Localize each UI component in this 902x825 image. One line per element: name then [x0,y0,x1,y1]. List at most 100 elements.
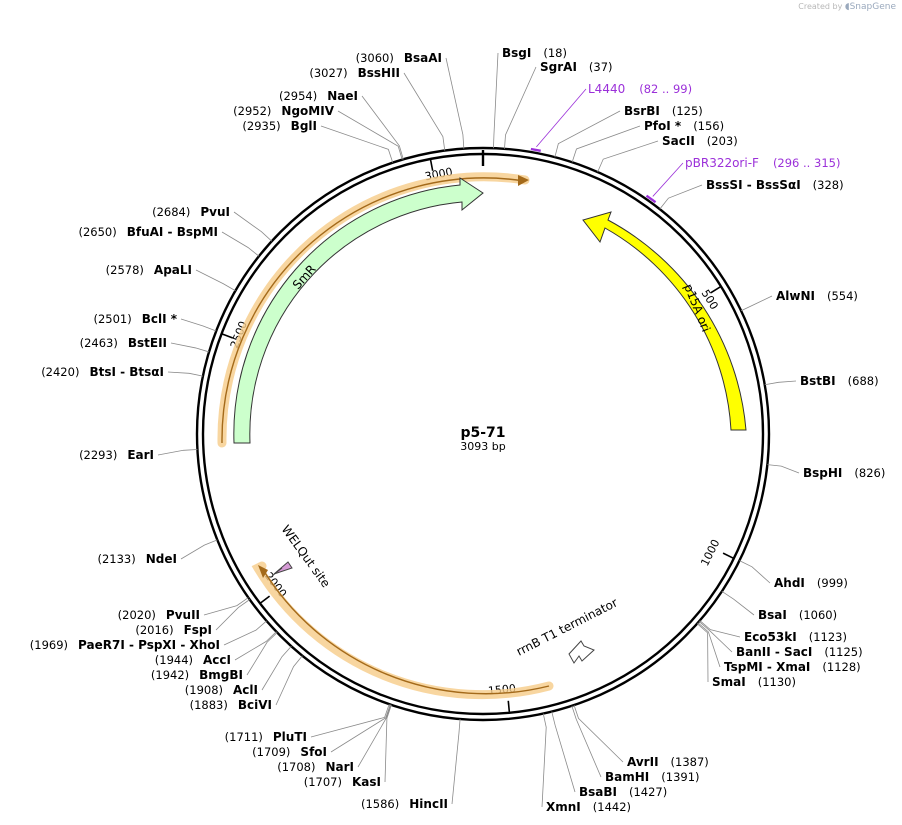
enzyme-label: (2578)ApaLI [106,263,192,277]
enzyme-site[interactable]: SmaI(1130) [696,623,796,689]
enzyme-label: (2016)FspI [135,623,212,637]
enzyme-site[interactable]: (2952)NgoMIV [233,104,403,160]
enzyme-site[interactable]: (1942)BmgBI [151,632,278,682]
enzyme-site[interactable]: BsgI(18) [493,46,567,149]
enzyme-leader-line [696,623,709,683]
enzyme-site[interactable]: XmnI(1442) [541,713,631,814]
enzyme-site[interactable]: (2935)BglI [242,119,394,163]
enzyme-site[interactable]: (3027)BssHII [309,66,446,151]
enzyme-site[interactable]: (2501)BclI * [93,312,217,332]
feature-labels: p15A ori SmR rrnB T1 terminator WELQut s… [279,262,714,659]
enzyme-label: SgrAI(37) [540,60,613,74]
enzyme-leader-line [551,711,576,793]
enzyme-site[interactable]: (2293)EarI [79,448,198,462]
primer-leader-line [652,162,684,197]
enzyme-site[interactable]: AlwNI(554) [740,289,858,312]
enzyme-site[interactable]: AhdI(999) [739,560,848,590]
enzyme-label: TspMI - XmaI(1128) [724,660,861,674]
enzyme-label: (2501)BclI * [93,312,177,326]
enzyme-leader-line [233,211,273,242]
enzyme-leader-line [571,125,641,163]
feature-label-rrnb-t1-terminator: rrnB T1 terminator [514,595,620,658]
enzyme-site[interactable]: (2020)PvuII [118,597,249,622]
enzyme-site[interactable]: (2684)PvuI [152,205,273,242]
enzyme-site[interactable]: BsaI(1060) [721,591,837,622]
enzyme-site[interactable]: (1586)HincII [361,719,461,811]
enzyme-label: BsaI(1060) [758,608,837,622]
enzyme-label: SmaI(1130) [712,675,796,689]
enzyme-site[interactable]: (2578)ApaLI [106,263,236,292]
p15a-ori-arrow[interactable] [582,211,747,431]
enzyme-site[interactable]: BamHI(1391) [571,705,700,784]
enzyme-site[interactable]: (2016)FspI [135,599,250,637]
enzyme-site[interactable]: (1944)AccI [155,631,277,667]
enzyme-site[interactable]: (1711)PluTI [225,704,390,744]
enzyme-label: (1711)PluTI [225,730,307,744]
smr-arrow[interactable] [233,177,484,444]
enzyme-leader-line [597,140,659,173]
enzyme-site[interactable]: (1707)KasI [304,704,392,789]
position-tick [429,158,434,171]
enzyme-label: (3060)BsaAI [356,51,442,65]
enzyme-site[interactable]: AvrII(1387) [573,704,709,769]
enzyme-leader-line [697,622,721,668]
enzyme-site[interactable]: SacII(203) [597,134,738,173]
enzyme-site[interactable]: (1908)AclI [185,646,292,697]
enzyme-site[interactable]: (3060)BsaAI [356,51,465,149]
enzyme-site[interactable]: BsrBI(125) [554,104,703,158]
enzyme-site[interactable]: (2954)NaeI [279,89,404,160]
primer-sites: L4440(82 .. 99) pBR322ori-F(296 .. 315) [530,82,840,204]
enzyme-leader-line [195,269,236,292]
enzyme-site[interactable]: BanII - SacI(1125) [698,621,863,659]
enzyme-leader-line [740,295,773,312]
enzyme-label: BstBI(688) [800,374,879,388]
enzyme-label: AlwNI(554) [776,289,858,303]
enzyme-site[interactable]: (1708)NarI [277,704,392,774]
enzyme-site[interactable]: (1969)PaeR7I - PspXI - XhoI [30,620,267,652]
enzyme-site[interactable]: (2650)BfuAI - BspMI [78,225,260,257]
primer-site[interactable]: pBR322ori-F(296 .. 315) [645,156,840,204]
enzyme-leader-line [541,713,547,808]
credit-prefix: Created by [798,2,843,11]
enzyme-leader-line [659,184,703,210]
enzyme-site[interactable]: (2133)NdeI [98,539,218,566]
enzyme-label: (2420)BtsI - BtsαI [41,365,164,379]
snapgene-credit: Created by ◖SnapGene [798,2,896,12]
enzyme-site[interactable]: (1883)BciVI [190,655,303,712]
enzyme-leader-line [234,631,277,661]
enzyme-site[interactable]: SgrAI(37) [504,60,613,149]
enzyme-site[interactable]: (2420)BtsI - BtsαI [41,365,203,379]
enzyme-label: (1883)BciVI [190,698,272,712]
enzyme-site[interactable]: (2463)BstEII [80,336,210,353]
enzyme-label: (2133)NdeI [98,552,178,566]
enzyme-label: (2952)NgoMIV [233,104,335,118]
enzyme-site[interactable]: (1709)SfoI [252,704,391,759]
enzyme-leader-line [357,704,392,768]
restriction-sites: BsgI(18)SgrAI(37) BsrBI(125)PfoI *(156)Sa… [30,46,886,814]
enzyme-label: (1708)NarI [277,760,354,774]
enzyme-label: BspHI(826) [803,466,885,480]
enzyme-label: XmnI(1442) [546,800,631,814]
enzyme-label: BsrBI(125) [624,104,703,118]
primer-label: pBR322ori-F(296 .. 315) [685,156,840,170]
rrnb-t1-terminator-arrow[interactable] [568,640,595,664]
enzyme-leader-line [275,655,303,706]
enzyme-label: (2020)PvuII [118,608,200,622]
primer-mark [645,194,657,204]
enzyme-label: BanII - SacI(1125) [736,645,863,659]
credit-brand: SnapGene [849,2,896,12]
enzyme-leader-line [403,72,446,151]
primer-leader-line [536,88,587,148]
enzyme-site[interactable]: BsaBI(1427) [551,711,668,799]
enzyme-label: (1908)AclI [185,683,258,697]
enzyme-site[interactable]: BspHI(826) [767,464,885,480]
enzyme-leader-line [767,464,800,474]
enzyme-site[interactable]: Eco53kI(1123) [699,620,847,644]
position-tick [710,285,722,294]
enzyme-leader-line [504,66,537,149]
enzyme-site[interactable]: TspMI - XmaI(1128) [697,622,861,674]
enzyme-site[interactable]: BstBI(688) [764,374,879,388]
primer-site[interactable]: L4440(82 .. 99) [530,82,692,153]
enzyme-site[interactable]: BssSI - BssSαI(328) [659,178,844,210]
enzyme-site[interactable]: PfoI *(156) [571,119,724,163]
